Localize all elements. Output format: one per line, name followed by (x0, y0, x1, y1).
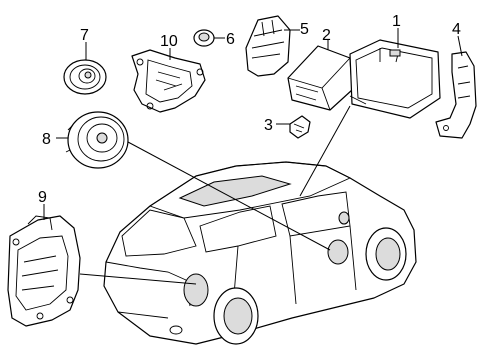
callout-8: 8 (42, 131, 51, 148)
part-2-control-module (287, 40, 353, 111)
part-3-connector-clip (276, 115, 311, 139)
callout-6: 6 (226, 31, 235, 48)
callout-labels: 7 10 6 5 2 1 4 3 8 9 (38, 13, 461, 206)
part-1-display-unit (349, 28, 441, 119)
part-4-mount-bracket (435, 35, 477, 139)
part-6-round-sensor (193, 29, 225, 47)
callout-9: 9 (38, 189, 47, 206)
callout-5: 5 (300, 21, 309, 38)
callout-7: 7 (80, 27, 89, 44)
vehicle-illustration (103, 161, 417, 345)
part-7-tweeter-speaker (63, 42, 107, 95)
part-10-bracket-module (131, 48, 206, 113)
callout-1: 1 (392, 13, 401, 30)
callout-10: 10 (160, 33, 178, 50)
callout-2: 2 (322, 27, 331, 44)
part-5-bracket-plate (245, 15, 300, 77)
leader-lines (79, 105, 351, 285)
part-9-amplifier-assembly (7, 204, 81, 327)
callout-4: 4 (452, 21, 461, 38)
part-8-woofer-speaker (56, 111, 129, 169)
callout-3: 3 (264, 117, 273, 134)
